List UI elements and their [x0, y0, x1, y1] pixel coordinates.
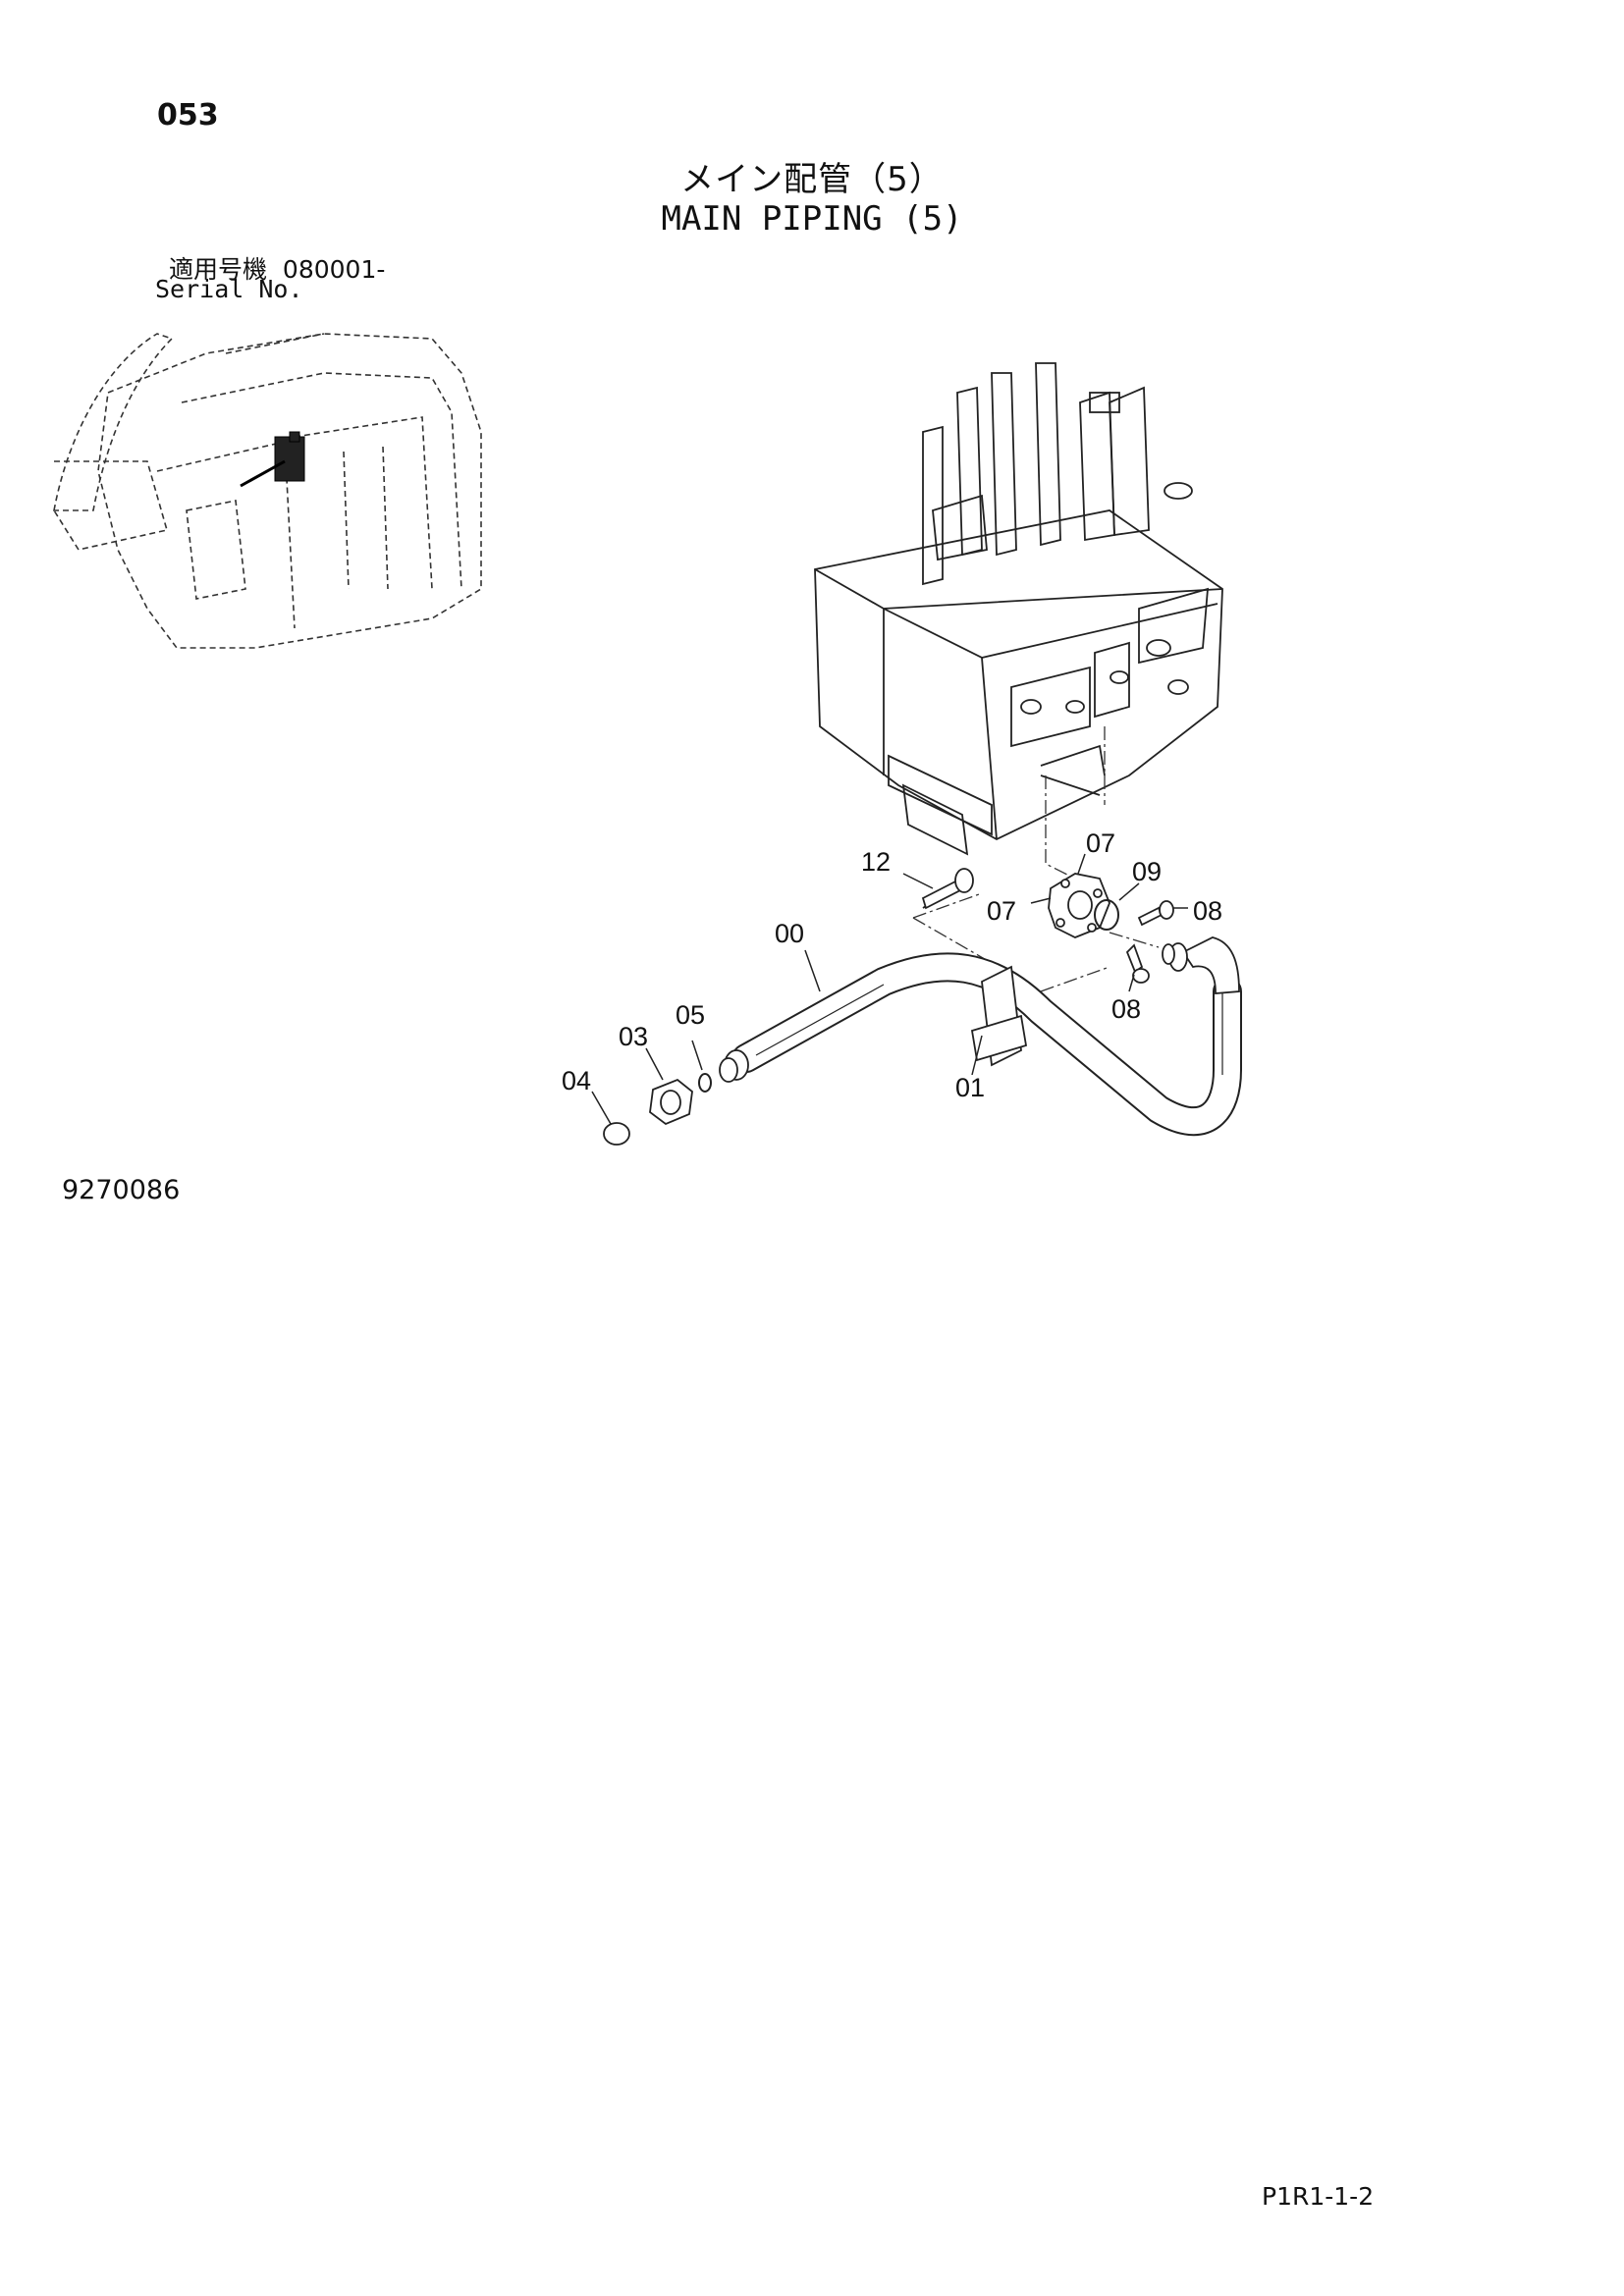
drawing-number: 9270086	[62, 1175, 181, 1205]
nut-part	[649, 1078, 693, 1126]
callout-label: 08	[1193, 896, 1222, 926]
callout-label: 08	[1111, 994, 1141, 1024]
control-valve-assembly	[814, 362, 1223, 856]
callout-label: 07	[1086, 828, 1115, 858]
callout-label: 09	[1132, 857, 1162, 886]
small-o-ring-part	[698, 1073, 712, 1093]
serial-label-en: Serial No.	[155, 275, 303, 303]
callout-label: 05	[676, 1000, 705, 1030]
serial-value: 080001-	[282, 255, 386, 284]
callout-label: 00	[775, 919, 804, 948]
callout-label: 07	[987, 896, 1016, 926]
assembly-guide-lines	[912, 726, 1160, 992]
split-flange-part	[1048, 873, 1110, 938]
small-bolt-part	[1125, 900, 1174, 984]
callout-leaders	[591, 853, 1188, 1125]
excavator-locator-illustration	[53, 333, 482, 649]
page-title-en: MAIN PIPING (5)	[661, 199, 963, 239]
o-ring-part	[1094, 899, 1119, 931]
pipe-end-fitting	[719, 1049, 749, 1083]
serial-label-ja-text: 適用号機	[169, 255, 268, 284]
cap-part	[603, 1122, 630, 1146]
page-title-ja: メイン配管（5）	[680, 160, 944, 199]
pipe-elbow-fitting	[1162, 936, 1240, 994]
control-valve-locator-marker	[240, 431, 305, 488]
main-pipe-part	[731, 952, 1242, 1137]
callout-label: 03	[619, 1022, 648, 1051]
callout-label: 12	[861, 847, 891, 877]
footer-page-code: P1R1-1-2	[1262, 2182, 1375, 2211]
page-number: 053	[157, 98, 219, 133]
callout-label: 04	[562, 1066, 591, 1095]
callout-label: 01	[955, 1073, 985, 1102]
pipe-clamp-part	[970, 965, 1028, 1067]
bolt-part	[921, 868, 974, 910]
serial-label-ja: 適用号機 080001-	[169, 250, 385, 286]
